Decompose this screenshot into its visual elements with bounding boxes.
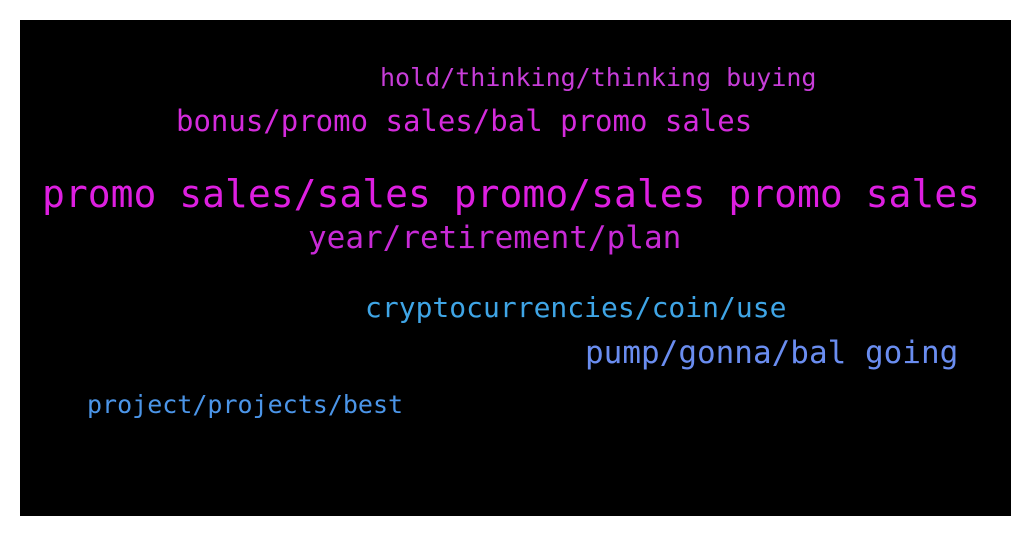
wordcloud-term: promo sales/sales promo/sales promo sale… [42, 172, 980, 216]
wordcloud-canvas: hold/thinking/thinking buying bonus/prom… [20, 20, 1011, 516]
wordcloud-term: hold/thinking/thinking buying [380, 63, 817, 92]
wordcloud-term: year/retirement/plan [308, 220, 682, 256]
wordcloud-term: cryptocurrencies/coin/use [365, 291, 787, 324]
wordcloud-term: pump/gonna/bal going [585, 335, 959, 371]
wordcloud-term: project/projects/best [87, 390, 404, 419]
wordcloud-term: bonus/promo sales/bal promo sales [176, 104, 753, 138]
